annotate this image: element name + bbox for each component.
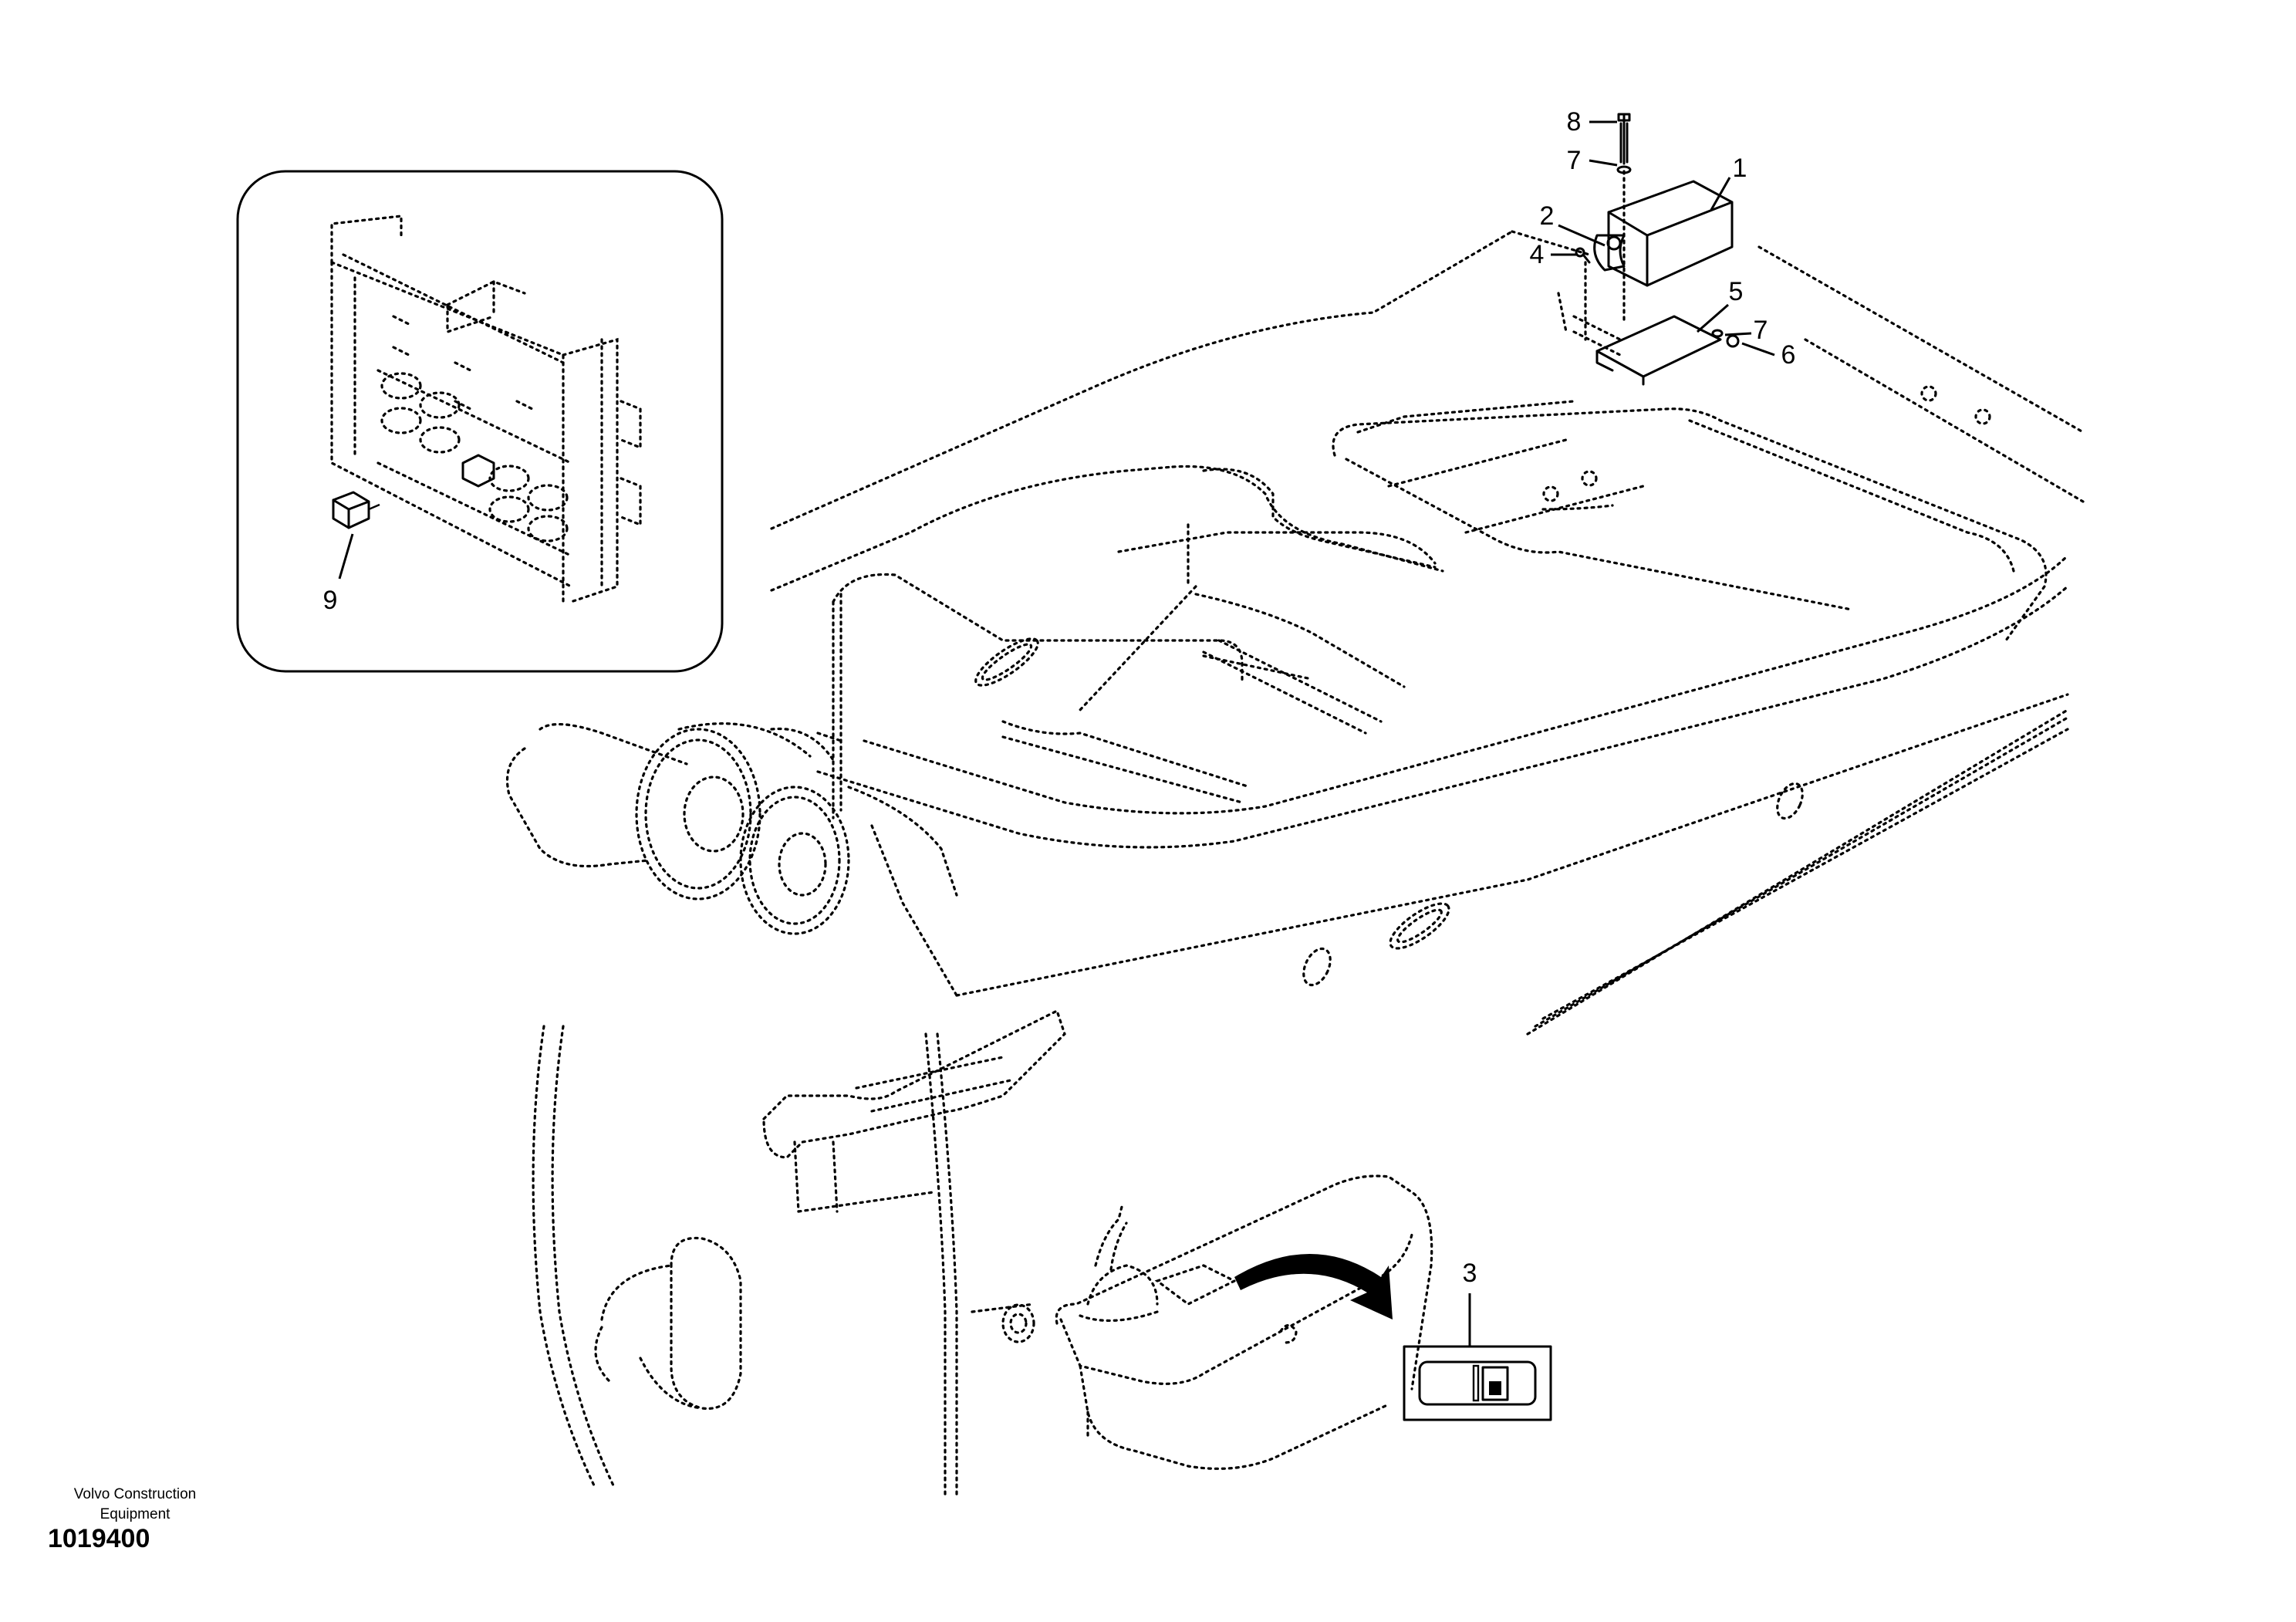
boom-pivot-bosses [505,722,958,935]
brand-line-2: Equipment [100,1506,171,1522]
relay-box-assembly [1557,113,1740,386]
callout-6: 6 [1781,340,1796,370]
callout-2: 2 [1539,201,1555,231]
callout-3: 3 [1462,1259,1477,1288]
callout-4: 4 [1529,240,1545,269]
drawing-number: 1019400 [48,1524,150,1553]
cab-console-outline [532,1009,1433,1499]
rocker-switch [1403,1345,1552,1421]
callout-5: 5 [1728,277,1744,306]
brand-line-1: Volvo Construction [73,1486,197,1502]
right-deck-recess [1332,400,2048,642]
switch-location-arrow [1234,1254,1393,1320]
callout-8: 8 [1566,107,1582,137]
callout-1: 1 [1732,154,1747,183]
inset-detail-box [236,170,724,673]
callout-7-upper: 7 [1566,146,1582,175]
left-deck-recess [832,465,1444,819]
recess-details [974,385,1991,987]
callout-leaders [338,120,1775,1347]
callout-9: 9 [322,586,338,615]
callout-7-lower: 7 [1753,316,1768,345]
brand-label: Volvo Construction Equipment [46,1485,224,1525]
